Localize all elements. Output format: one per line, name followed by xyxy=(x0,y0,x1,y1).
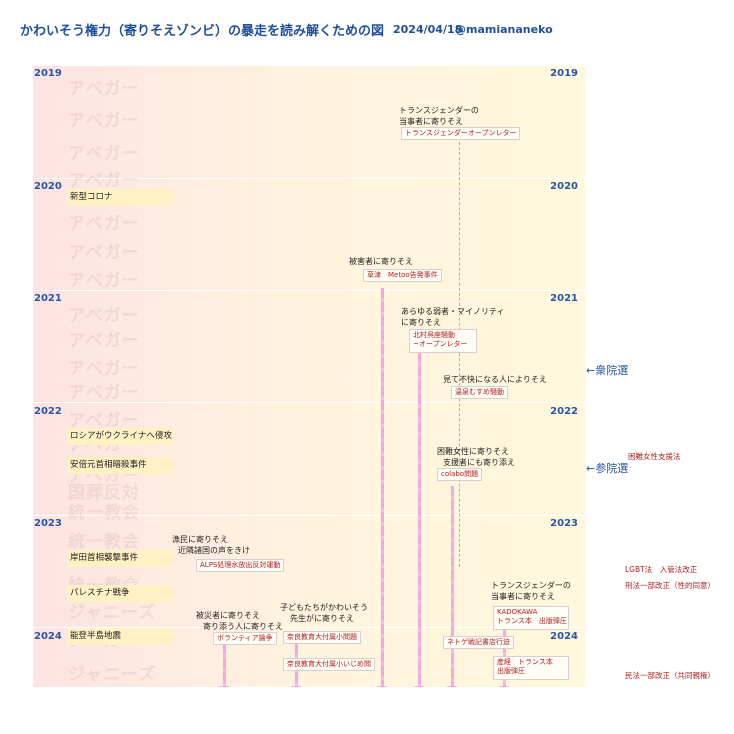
box-kadokawa-line1: KADOKAWA xyxy=(497,608,538,616)
note-trans-2019-line1: トランスジェンダーの xyxy=(399,106,479,115)
background-word: アベガー xyxy=(68,144,140,164)
note-fishermen-line2: 近隣諸国の声をきけ xyxy=(178,546,250,555)
box-sankei-line1: 産経 トランス本 xyxy=(497,658,553,666)
year-divider xyxy=(33,290,586,291)
year-label-2023-right: 2023 xyxy=(550,518,578,529)
box-kitamura-line1: 北村呉座騒動 xyxy=(413,331,455,339)
note-trans-2023-line1: トランスジェンダーの xyxy=(491,581,571,590)
event-kishida: 岸田首相襲撃事件 xyxy=(67,550,174,567)
background-word: アベガー xyxy=(68,111,140,131)
year-label-2019-right: 2019 xyxy=(550,68,578,79)
box-trans-open-letter: トランスジェンダーオープンレター xyxy=(401,127,521,140)
background-word: アベガー xyxy=(68,79,140,99)
connector-line xyxy=(459,142,460,567)
background-word: 国葬反対 xyxy=(68,483,140,503)
year-label-2020: 2020 xyxy=(34,181,62,192)
year-label-2024-right: 2024 xyxy=(550,631,578,642)
arrow-women xyxy=(447,486,457,687)
year-label-2022-right: 2022 xyxy=(550,406,578,417)
year-label-2021: 2021 xyxy=(34,293,62,304)
year-divider xyxy=(33,515,586,516)
year-label-2021-right: 2021 xyxy=(550,293,578,304)
note-minority-line2: に寄りそえ xyxy=(401,318,441,327)
year-divider xyxy=(33,627,586,628)
event-noto: 能登半島地震 xyxy=(67,628,174,645)
note-children-line2: 先生がに寄りそえ xyxy=(290,614,354,623)
note-women-support-law: 困難女性支援法 xyxy=(628,452,681,461)
box-netoge: ネトゲ戦記書店行迫 xyxy=(443,636,514,649)
note-women-line1: 困難女性に寄りそえ xyxy=(437,447,509,456)
year-label-2024: 2024 xyxy=(34,631,62,642)
box-onsen: 温泉むすめ騒動 xyxy=(451,386,508,399)
background-word: アベガー xyxy=(68,214,140,234)
note-lgbt-law: LGBT法 入管法改正 xyxy=(625,565,698,574)
note-trans-2023-line2: 当事者に寄りそえ xyxy=(491,592,555,601)
event-abe: 安倍元首相暗殺事件 xyxy=(67,457,174,474)
note-penal-code: 刑法一部改正（性的同意） xyxy=(625,581,715,590)
note-discomfort: 見て不快になる人によりそえ xyxy=(443,375,547,384)
box-nara-2: 奈良教育大付属小いじめ問 xyxy=(283,658,375,671)
box-kusatsu: 草津 Metoo告発事件 xyxy=(363,269,442,282)
note-lower-house-election: ←衆院選 xyxy=(586,364,629,377)
event-palestine: パレスチナ戦争 xyxy=(67,585,174,602)
background-word: アベガー xyxy=(68,271,140,291)
event-ukraine: ロシアがウクライナへ侵攻 xyxy=(67,428,174,445)
background-word: ジャニーズ xyxy=(68,665,157,685)
box-sankei: 産経 トランス本 出版弾圧 xyxy=(493,656,569,680)
box-volunteer: ボランティア論争 xyxy=(213,632,277,645)
box-nara-1: 奈良教育大付属小問題 xyxy=(283,631,361,644)
note-upper-house-election: ←参院選 xyxy=(586,462,629,475)
box-colabo: colabo問題 xyxy=(437,468,483,481)
year-divider xyxy=(33,402,586,403)
background-word: アベガー xyxy=(68,171,140,191)
year-label-2022: 2022 xyxy=(34,406,62,417)
year-divider xyxy=(33,178,586,179)
background-word: ジャニーズ xyxy=(68,603,157,623)
year-label-2020-right: 2020 xyxy=(550,181,578,192)
year-label-2023: 2023 xyxy=(34,518,62,529)
page-title: かわいそう権力（寄りそえゾンビ）の暴走を読み解くための図 xyxy=(20,24,385,39)
background-word: アベガー xyxy=(68,243,140,263)
note-children-line1: 子どもたちがかわいそう xyxy=(280,603,368,612)
date-label: 2024/04/18 xyxy=(393,23,463,36)
background-word: 統一教会 xyxy=(68,532,140,552)
note-fishermen-line1: 漁民に寄りそえ xyxy=(172,535,228,544)
note-minority-line1: あらゆる弱者・マイノリティ xyxy=(401,307,505,316)
arrow-victims xyxy=(377,288,387,687)
note-victims: 被害者に寄りそえ xyxy=(349,257,413,266)
note-civil-code: 民法一部改正（共同親権） xyxy=(625,671,715,680)
background-word: アベガー xyxy=(68,306,140,326)
box-alps: ALPS処理水放出反対運動 xyxy=(196,559,285,572)
background-word: 統一教会 xyxy=(68,503,140,523)
author-handle: @mamiananeko xyxy=(455,23,553,36)
box-kadokawa: KADOKAWA トランス本 出版弾圧 xyxy=(493,606,569,630)
note-women-line2: 支援者にも寄り添え xyxy=(443,458,515,467)
event-covid: 新型コロナ xyxy=(67,189,174,206)
background-word: アベガー xyxy=(68,331,140,351)
arrow-minority xyxy=(414,352,424,687)
background-word: アベガー xyxy=(68,383,140,403)
note-disaster-line2: 寄り添う人に寄りそえ xyxy=(203,622,283,631)
year-label-2019: 2019 xyxy=(34,68,62,79)
note-trans-2019-line2: 当事者に寄りそえ xyxy=(399,117,463,126)
background-word: アベガー xyxy=(68,359,140,379)
background-word: アベガー xyxy=(68,411,140,431)
box-kitamura-line2: ~オープンレター xyxy=(413,340,468,348)
note-disaster-line1: 被災者に寄りそえ xyxy=(196,611,260,620)
box-kitamura: 北村呉座騒動 ~オープンレター xyxy=(409,329,477,353)
arrow-disaster xyxy=(219,644,229,687)
box-kadokawa-line2: トランス本 出版弾圧 xyxy=(497,617,567,625)
box-sankei-line2: 出版弾圧 xyxy=(497,667,525,675)
timeline-chart: 2019 2020 2021 2022 2023 2024 2019 2020 … xyxy=(33,66,586,687)
